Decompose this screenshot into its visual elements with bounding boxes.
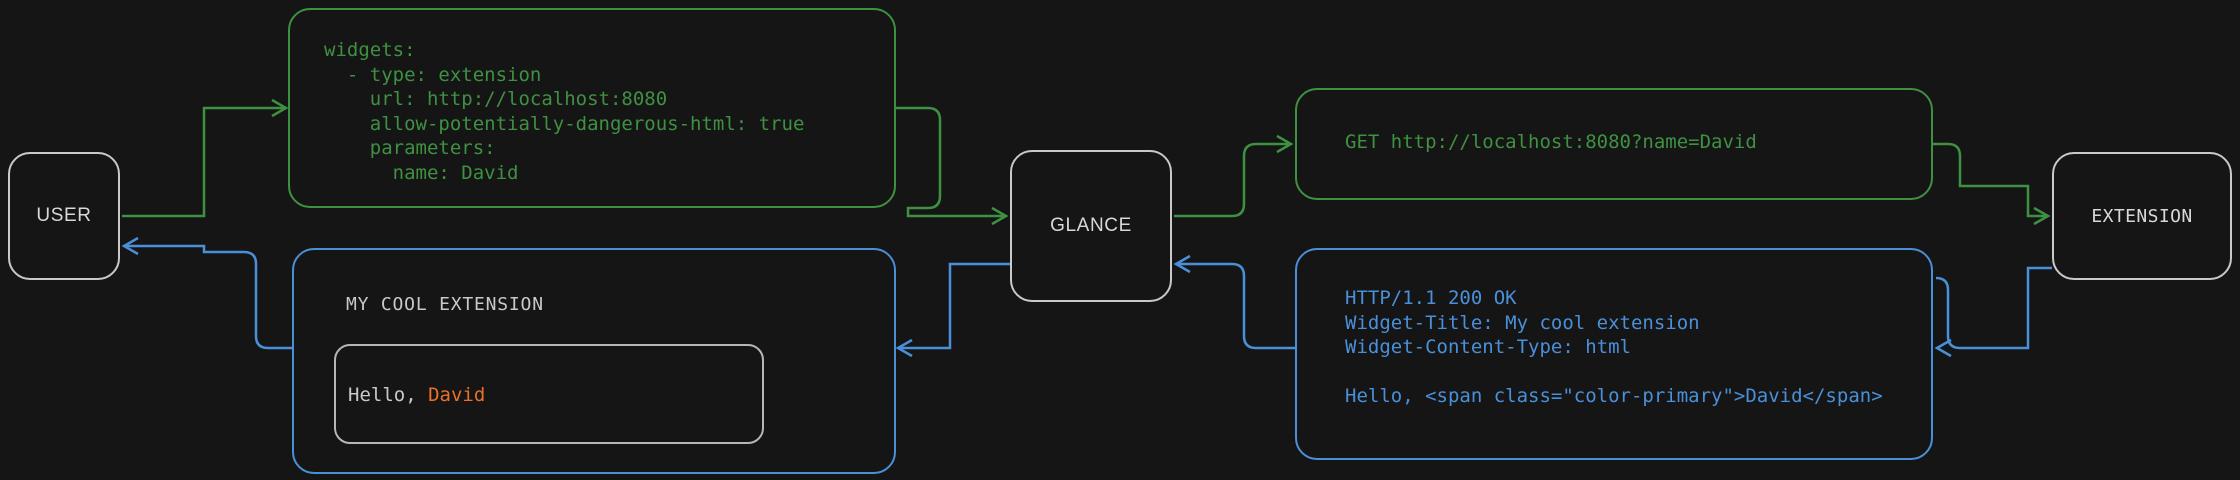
panel-http-request: GET http://localhost:8080?name=David xyxy=(1295,88,1933,200)
node-user-label: USER xyxy=(36,205,92,226)
node-glance[interactable]: GLANCE xyxy=(1010,150,1172,302)
widget-greeting-prefix: Hello, xyxy=(348,384,429,406)
widget-greeting-name: David xyxy=(428,384,486,406)
rendered-widget-title: MY COOL EXTENSION xyxy=(346,294,544,315)
arrowhead-icon xyxy=(121,236,139,256)
edge-glance-to-rendered-widget xyxy=(895,262,1010,358)
edge-yaml-config-to-glance xyxy=(896,106,1009,226)
node-glance-label: GLANCE xyxy=(1050,215,1132,236)
edge-user-to-yaml-config xyxy=(122,98,289,218)
arrowhead-icon xyxy=(271,98,289,118)
arrowhead-icon xyxy=(1173,254,1191,274)
arrowhead-icon xyxy=(2033,206,2051,226)
edge-glance-to-http-request xyxy=(1174,134,1294,218)
rendered-widget-body: Hello, David xyxy=(334,344,764,444)
edge-extension-to-http-response xyxy=(1934,266,2052,358)
http-response-code: HTTP/1.1 200 OK Widget-Title: My cool ex… xyxy=(1345,287,1883,407)
node-extension-label: EXTENSION xyxy=(2091,205,2193,227)
arrowhead-icon xyxy=(1934,338,1952,358)
http-request-code: GET http://localhost:8080?name=David xyxy=(1345,131,1757,153)
edge-http-request-to-extension xyxy=(1933,142,2051,226)
node-user[interactable]: USER xyxy=(8,152,120,280)
panel-yaml-config: widgets: - type: extension url: http://l… xyxy=(288,8,896,208)
panel-http-response: HTTP/1.1 200 OK Widget-Title: My cool ex… xyxy=(1295,248,1933,460)
rendered-widget-body-text: Hello, David xyxy=(348,384,485,406)
panel-rendered-widget: MY COOL EXTENSION Hello, David xyxy=(292,248,896,474)
arrowhead-icon xyxy=(991,206,1009,226)
node-extension[interactable]: EXTENSION xyxy=(2052,152,2232,280)
arrowhead-icon xyxy=(1276,134,1294,154)
yaml-config-code: widgets: - type: extension url: http://l… xyxy=(324,39,805,184)
edge-rendered-widget-to-user xyxy=(121,236,292,350)
arrowhead-icon xyxy=(895,338,913,358)
edge-http-response-to-glance xyxy=(1173,254,1295,350)
